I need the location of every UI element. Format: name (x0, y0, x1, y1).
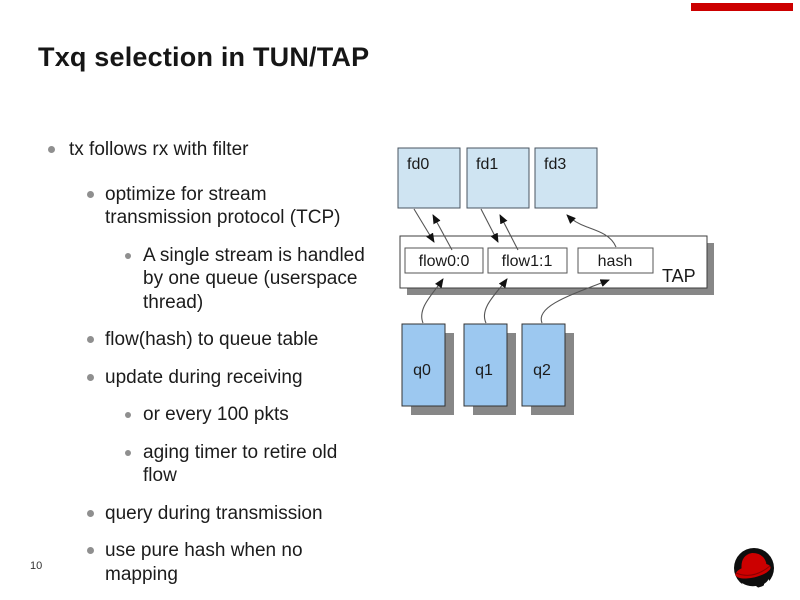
bullet-item: or every 100 pkts (125, 403, 373, 427)
page-title: Txq selection in TUN/TAP (38, 42, 370, 72)
bullet-dot-icon (87, 373, 94, 381)
bullet-dot-icon (87, 336, 94, 343)
arrow-fd0-to-flow00 (413, 208, 435, 243)
bullet-text: or every 100 pkts (143, 404, 289, 425)
bullet-item: use pure hash when no mapping (87, 539, 363, 586)
fd-box: fd3 (534, 147, 598, 209)
bullet-item: optimize for stream transmission protoco… (87, 183, 363, 230)
flow-entry-box: flow0:0 (404, 247, 484, 274)
bullet-item: tx follows rx with filter (48, 138, 389, 162)
bullet-text: aging timer to retire old flow (143, 441, 338, 487)
flow-entry-label: flow0:0 (419, 253, 470, 270)
queue-label: q1 (475, 362, 493, 379)
accent-bar (691, 3, 793, 11)
page-number: 10 (30, 560, 43, 572)
fd-label: fd1 (476, 156, 498, 173)
fd-label: fd0 (407, 156, 429, 173)
flow-entry-box: hash (577, 247, 654, 274)
bullet-item: A single stream is handled by one queue … (125, 244, 373, 315)
bullet-item: query during transmission (87, 502, 363, 526)
flow-entry-box: flow1:1 (487, 247, 568, 274)
bullet-item: flow(hash) to queue table (87, 328, 363, 352)
bullet-text: A single stream is handled by one queue … (143, 244, 365, 313)
tap-diagram: TAP flow0:0 flow1:1 hash fd0 fd1 fd3 q0 … (397, 147, 714, 415)
queue-label: q2 (533, 362, 551, 379)
bullet-text: use pure hash when no mapping (105, 540, 303, 585)
tap-label: TAP (662, 266, 696, 286)
bullet-dot-icon (87, 190, 94, 198)
bullet-dot-icon (48, 146, 55, 153)
bullet-text: flow(hash) to queue table (105, 329, 319, 350)
fd-box: fd0 (397, 147, 461, 209)
flow-entry-label: flow1:1 (502, 253, 553, 270)
bullet-dot-icon (87, 547, 94, 554)
arrow-q0-to-flow00 (421, 278, 444, 324)
fd-box: fd1 (466, 147, 530, 209)
bullet-item: update during receiving (87, 366, 363, 390)
queue-box: q1 (463, 323, 516, 415)
bullet-text: tx follows rx with filter (69, 139, 249, 160)
redhat-shadowman-icon (734, 548, 774, 590)
bullet-item: aging timer to retire old flow (125, 441, 373, 488)
arrow-fd1-to-flow11 (480, 208, 499, 243)
bullet-dot-icon (125, 252, 131, 259)
arrow-flow00-to-fd0 (432, 214, 453, 251)
arrow-flow11-to-fd1 (499, 214, 519, 251)
bullet-text: optimize for stream transmission protoco… (105, 183, 341, 229)
bullet-text: update during receiving (105, 366, 303, 388)
bullet-text: query during transmission (105, 502, 323, 524)
bullet-dot-icon (125, 412, 131, 418)
fd-label: fd3 (544, 156, 566, 173)
arrow-q1-to-flow11 (483, 278, 508, 324)
flow-entry-label: hash (598, 253, 633, 270)
queue-box: q2 (521, 323, 574, 415)
arrow-q2-to-hash (540, 279, 610, 324)
bullet-dot-icon (125, 449, 131, 456)
bullet-dot-icon (87, 509, 94, 517)
queue-box: q0 (401, 323, 454, 415)
arrow-hash-to-fd3 (566, 214, 617, 248)
bullet-list: tx follows rx with filter optimize for s… (32, 138, 394, 600)
queue-label: q0 (413, 362, 431, 379)
